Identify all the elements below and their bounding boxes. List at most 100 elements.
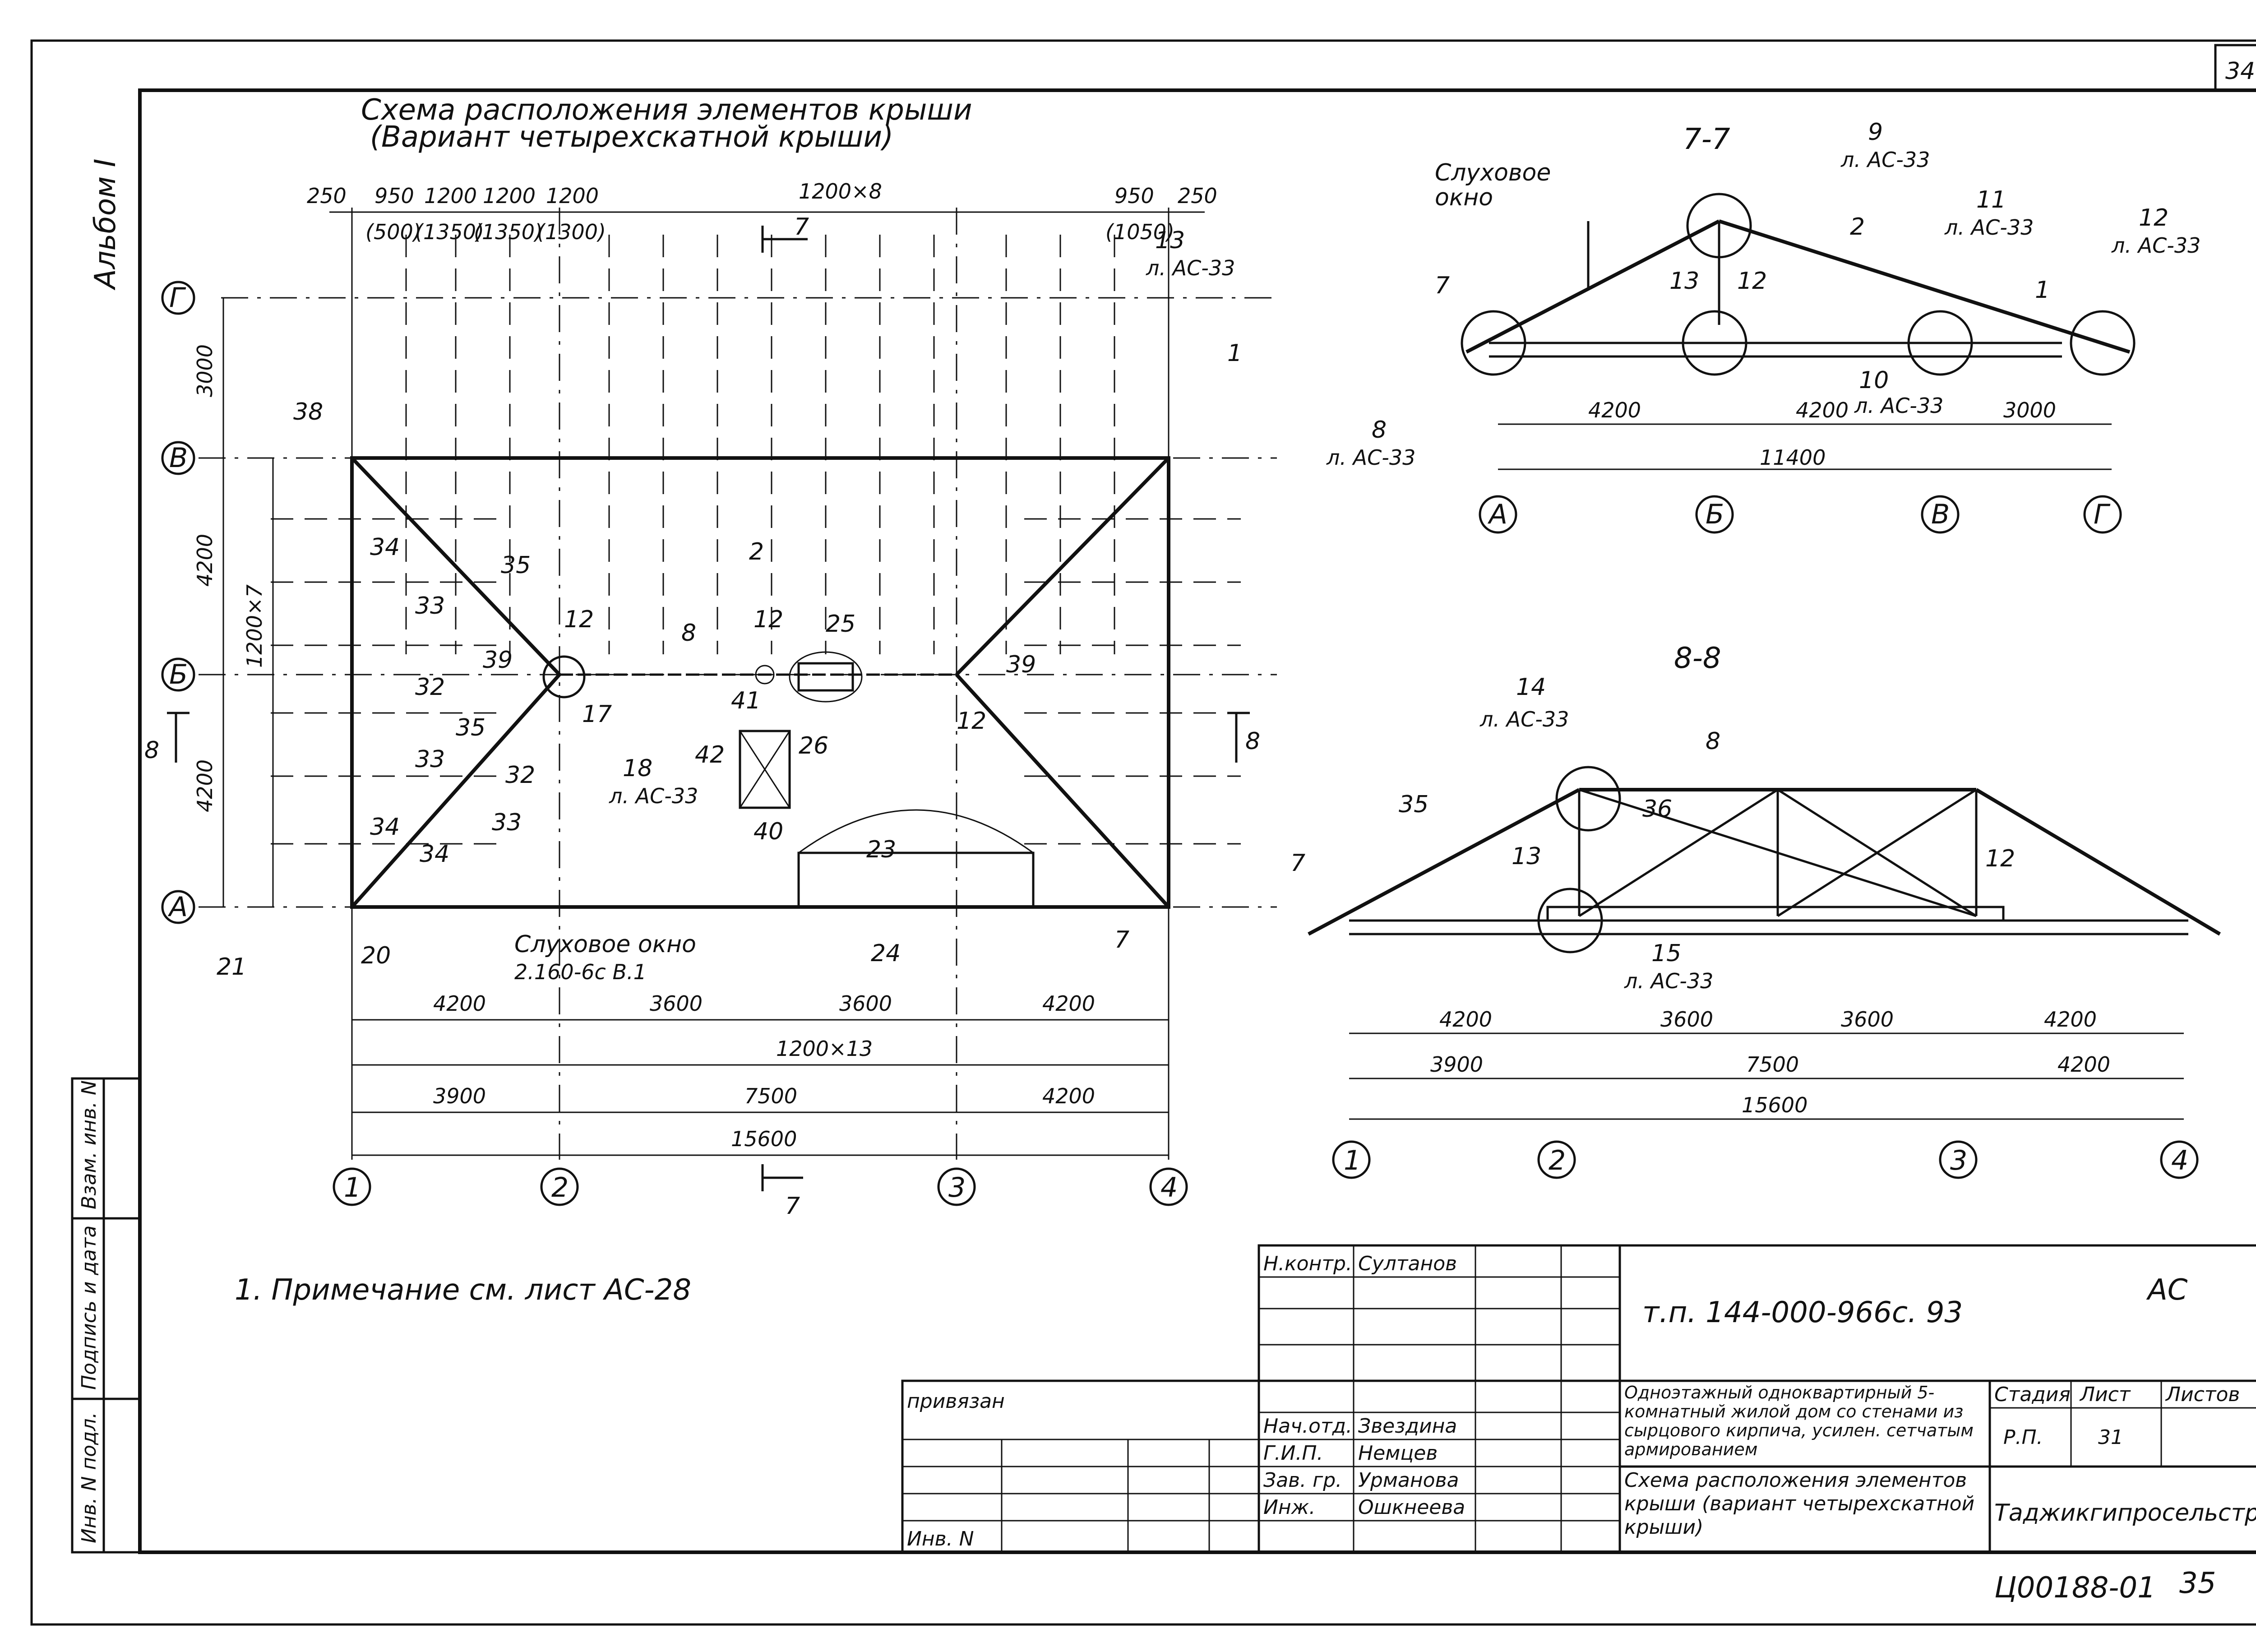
plan-callout-34b: 34 xyxy=(370,814,400,841)
sec88-dim1-3: 4200 xyxy=(2044,1007,2097,1032)
sec77-callout-13: 13 xyxy=(1669,268,1699,295)
sec77-dormer-1: Слуховое xyxy=(1435,159,1551,186)
sec88-title: 8-8 xyxy=(1674,642,1721,675)
sec88-ref-14: л. АС-33 xyxy=(1479,707,1569,731)
plan-topdim-3: 1200 xyxy=(483,184,536,208)
page-code: Ц00188-01 xyxy=(1994,1571,2156,1605)
plan-leftdim-0: 3000 xyxy=(193,344,217,397)
plan-callout-33b: 33 xyxy=(415,746,445,773)
plan-leftdim-1: 4200 xyxy=(193,534,217,587)
sec88-dim2-2: 4200 xyxy=(2057,1052,2110,1077)
plan-title-2: (Вариант четырехскатной крыши) xyxy=(370,120,893,154)
outer-frame xyxy=(30,39,2256,1626)
roof-plan: Схема расположения элементов крыши (Вари… xyxy=(144,93,1277,1220)
left-stamp: Инв. N подл. Подпись и дата Взам. инв. N xyxy=(71,1077,141,1554)
plan-callout-42: 42 xyxy=(695,741,725,768)
sec77-callout-10: 10 xyxy=(1859,367,1889,394)
plan-callout-41: 41 xyxy=(731,687,761,714)
sec88-callout-7: 7 xyxy=(1290,850,1305,877)
plan-callout-12b: 12 xyxy=(754,606,783,633)
sec88-callout-36: 36 xyxy=(1642,796,1672,823)
plan-callout-18: 18 xyxy=(623,755,652,782)
page-number: 35 xyxy=(2179,1567,2216,1600)
plan-callout-13: 13 xyxy=(1155,227,1185,254)
sec77-callout-12b: 12 xyxy=(1737,268,1767,295)
plan-botdim-r3-2: 4200 xyxy=(1042,1084,1095,1108)
plan-botdim-0: 4200 xyxy=(433,991,486,1016)
sec88-callout-15: 15 xyxy=(1651,940,1681,967)
tb-name-3: Ошкнеева xyxy=(1358,1496,1465,1519)
tb-role-1: Г.И.П. xyxy=(1263,1442,1323,1465)
plan-topparen-2: (1350) xyxy=(474,220,543,244)
plan-leftdim-3: 1200×7 xyxy=(242,584,267,668)
plan-botdim-2: 3600 xyxy=(839,991,892,1016)
sec77-callout-8: 8 xyxy=(1372,416,1387,444)
plan-topdim-0: 250 xyxy=(307,184,347,208)
sec88-dim1-1: 3600 xyxy=(1660,1007,1713,1032)
plan-axis-B: Б xyxy=(169,659,188,690)
tb-name-2: Урманова xyxy=(1358,1469,1459,1492)
tb-project-desc: Одноэтажный одноквартирный 5-комнатный ж… xyxy=(1624,1383,1974,1459)
plan-axis-3: 3 xyxy=(948,1172,966,1203)
sec88-axis-3: 3 xyxy=(1950,1145,1967,1176)
plan-botdim-1: 3600 xyxy=(650,991,703,1016)
sec77-callout-12a: 12 xyxy=(2139,204,2168,231)
sec77-axis-V: В xyxy=(1931,499,1950,530)
plan-bottom-total: 15600 xyxy=(731,1127,797,1151)
plan-topdim-4: 1200 xyxy=(546,184,599,208)
plan-callout-32b: 32 xyxy=(505,762,535,789)
plan-callout-39a: 39 xyxy=(483,647,513,674)
plan-callout-21: 21 xyxy=(217,953,246,981)
sec88-axis-2: 2 xyxy=(1549,1145,1566,1176)
plan-sec88-left: 8 xyxy=(144,737,159,764)
plan-botdim-3: 4200 xyxy=(1042,991,1095,1016)
sec77-callout-9: 9 xyxy=(1868,119,1883,146)
plan-callout-ref18: л. АС-33 xyxy=(609,784,698,808)
plan-topdim-7: 250 xyxy=(1178,184,1217,208)
plan-botdim-mult: 1200×13 xyxy=(776,1037,873,1061)
sheet-number-box xyxy=(2214,44,2256,92)
sec88-axis-1: 1 xyxy=(1344,1145,1361,1176)
sec88-callout-14: 14 xyxy=(1516,674,1546,701)
plan-callout-34a: 34 xyxy=(370,534,400,561)
plan-topparen-1: (1350) xyxy=(415,220,484,244)
sec88-dim1-2: 3600 xyxy=(1841,1007,1894,1032)
sec88-ref-15: л. АС-33 xyxy=(1624,969,1713,993)
plan-callout-34c: 34 xyxy=(420,841,449,868)
plan-callout-32a: 32 xyxy=(415,674,445,701)
stamp-inv-podl: Инв. N подл. xyxy=(78,1412,101,1543)
plan-axis-A: А xyxy=(167,891,188,923)
stamp-vzam: Взам. инв. N xyxy=(78,1080,101,1209)
sec88-total: 15600 xyxy=(1742,1093,1808,1117)
tb-lists-label: Листов xyxy=(2165,1383,2240,1406)
tb-list: 31 xyxy=(2098,1426,2123,1449)
plan-botdim-r3-1: 7500 xyxy=(744,1084,797,1108)
plan-sec77-top: 7 xyxy=(794,213,809,241)
sec77-axis-B: Б xyxy=(1706,499,1724,530)
plan-title-1: Схема расположения элементов крыши xyxy=(361,93,972,127)
plan-callout-39b: 39 xyxy=(1006,651,1036,678)
plan-callout-20: 20 xyxy=(361,942,391,969)
plan-callout-12c: 12 xyxy=(957,708,986,735)
tb-stage-label: Стадия xyxy=(1994,1383,2071,1406)
sec88-dim2-0: 3900 xyxy=(1430,1052,1483,1077)
plan-callout-17: 17 xyxy=(582,701,612,728)
tb-inv-n: Инв. N xyxy=(907,1527,974,1550)
plan-botdim-r3-0: 3900 xyxy=(433,1084,486,1108)
plan-callout-25: 25 xyxy=(826,611,855,638)
tb-role-0: Нач.отд. xyxy=(1263,1415,1352,1438)
sec77-axis-G: Г xyxy=(2094,499,2111,530)
plan-topdim-6: 950 xyxy=(1114,184,1154,208)
sec77-title: 7-7 xyxy=(1683,123,1730,156)
plan-sec77-bottom: 7 xyxy=(785,1193,800,1220)
plan-topparen-0: (500) xyxy=(365,220,421,244)
sec88-dim1-0: 4200 xyxy=(1439,1007,1492,1032)
sec77-callout-1: 1 xyxy=(2035,277,2050,304)
plan-topparen-3: (1300) xyxy=(537,220,606,244)
sec77-dim-2: 3000 xyxy=(2003,398,2056,422)
sec88-callout-13: 13 xyxy=(1512,843,1541,870)
plan-leftdim-2: 4200 xyxy=(193,759,217,812)
plan-callout-35b: 35 xyxy=(456,714,485,741)
plan-callout-26: 26 xyxy=(799,732,828,759)
